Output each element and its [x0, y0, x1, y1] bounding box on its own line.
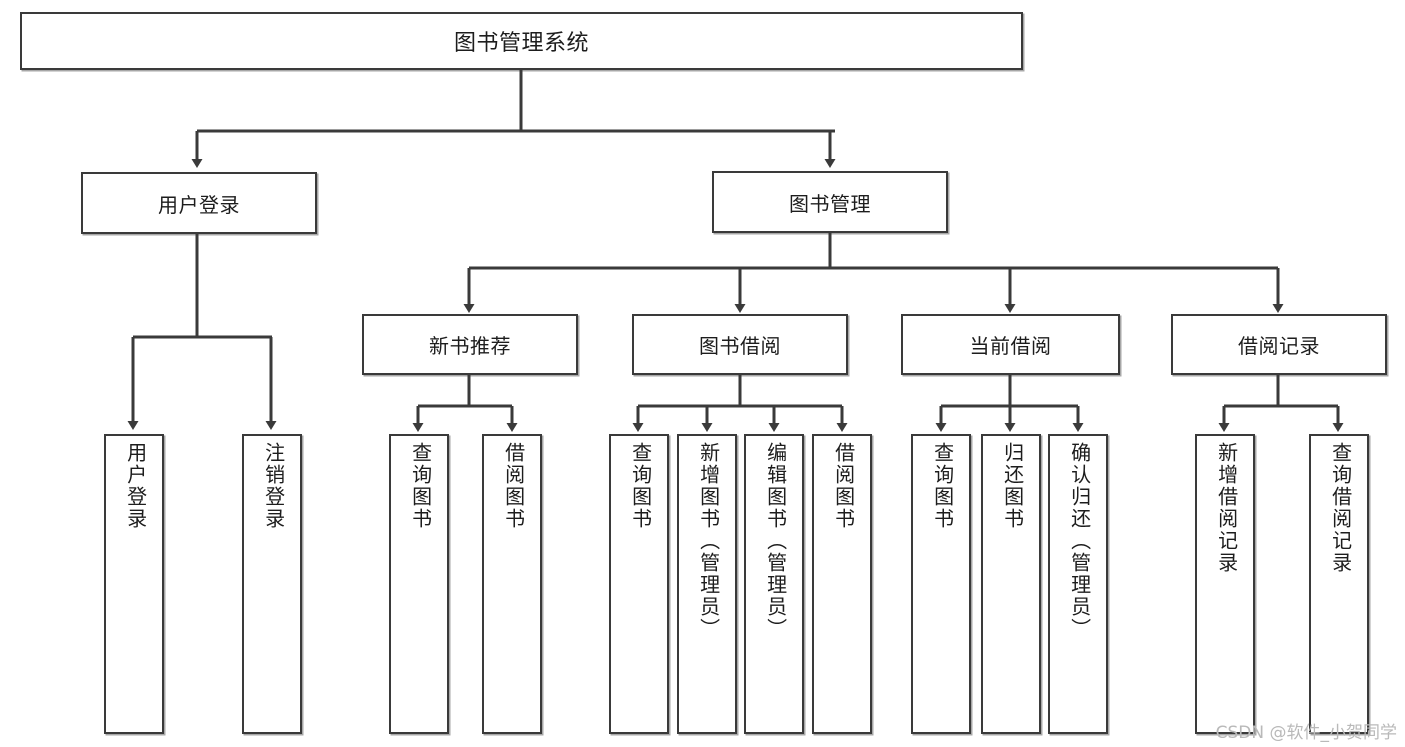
node-book-management[interactable]: 图书管理	[712, 171, 948, 233]
leaf-borrow-book-add-book-admin[interactable]: 新增图书（管理员）	[677, 434, 737, 734]
leaf-borrow-record-query-record[interactable]: 查询借阅记录	[1309, 434, 1369, 734]
node-new-book-recommend[interactable]: 新书推荐	[362, 314, 578, 375]
node-label: 用户登录	[123, 442, 146, 530]
leaf-user-login-logout[interactable]: 注销登录	[242, 434, 302, 734]
leaf-new-book-query-book[interactable]: 查询图书	[389, 434, 449, 734]
leaf-borrow-book-borrow-book[interactable]: 借阅图书	[812, 434, 872, 734]
leaf-borrow-record-add-record[interactable]: 新增借阅记录	[1195, 434, 1255, 734]
leaf-user-login-login[interactable]: 用户登录	[104, 434, 164, 734]
node-label: 借阅记录	[1238, 336, 1320, 358]
node-label: 编辑图书（管理员）	[763, 442, 786, 640]
csdn-watermark: CSDN @软件_小贺同学	[1215, 723, 1397, 743]
leaf-current-borrow-query-book[interactable]: 查询图书	[911, 434, 971, 734]
leaf-current-borrow-return-book[interactable]: 归还图书	[981, 434, 1041, 734]
node-label: 新增借阅记录	[1214, 442, 1237, 574]
node-label: 查询图书	[930, 442, 953, 530]
node-label: 新增图书（管理员）	[696, 442, 719, 640]
leaf-borrow-book-query-book[interactable]: 查询图书	[609, 434, 669, 734]
node-label: 图书管理系统	[453, 30, 589, 55]
node-label: 注销登录	[261, 442, 284, 530]
node-label: 借阅图书	[831, 442, 854, 530]
node-label: 图书管理	[789, 193, 871, 216]
node-label: 图书借阅	[699, 336, 781, 358]
node-user-login[interactable]: 用户登录	[81, 172, 317, 234]
leaf-current-borrow-confirm-return-admin[interactable]: 确认归还（管理员）	[1048, 434, 1108, 734]
node-label: 用户登录	[158, 194, 240, 217]
node-label: 归还图书	[1000, 442, 1023, 530]
node-label: 新书推荐	[429, 336, 511, 358]
node-label: 借阅图书	[501, 442, 524, 530]
node-borrow-record[interactable]: 借阅记录	[1171, 314, 1387, 375]
node-root-library-system[interactable]: 图书管理系统	[20, 12, 1023, 70]
leaf-new-book-borrow-book[interactable]: 借阅图书	[482, 434, 542, 734]
node-book-borrow[interactable]: 图书借阅	[632, 314, 848, 375]
node-label: 当前借阅	[969, 336, 1052, 358]
node-label: 查询图书	[408, 442, 431, 530]
node-label: 确认归还（管理员）	[1067, 442, 1090, 640]
node-current-borrow[interactable]: 当前借阅	[901, 314, 1120, 375]
leaf-borrow-book-edit-book-admin[interactable]: 编辑图书（管理员）	[744, 434, 804, 734]
node-label: 查询图书	[628, 442, 651, 530]
node-label: 查询借阅记录	[1328, 442, 1351, 574]
